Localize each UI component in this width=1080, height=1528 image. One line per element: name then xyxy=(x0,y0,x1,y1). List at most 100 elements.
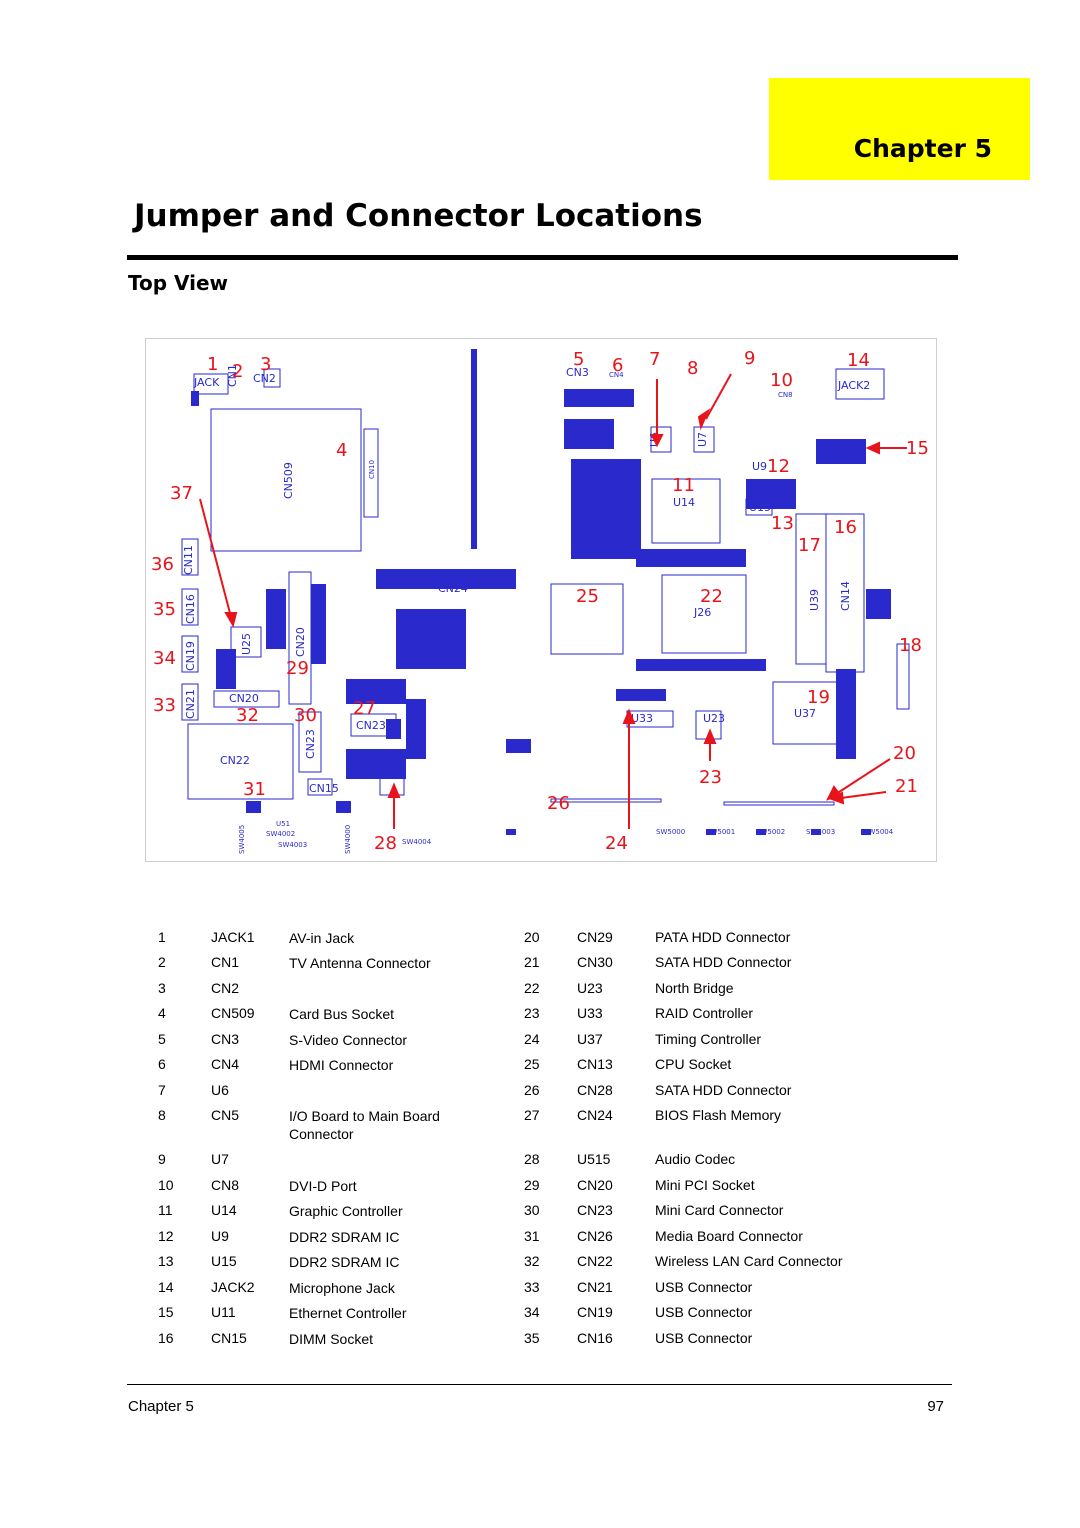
legend-desc: Graphic Controller xyxy=(289,1203,403,1219)
callout-13: 13 xyxy=(771,513,794,534)
legend-num: 21 xyxy=(524,954,540,970)
section-title: Top View xyxy=(128,271,229,295)
legend-ref: U515 xyxy=(577,1151,611,1167)
legend-desc: USB Connector xyxy=(655,1279,753,1295)
legend-num: 35 xyxy=(524,1330,540,1346)
label-sw5005: SW5004 xyxy=(864,828,894,836)
legend-num: 7 xyxy=(158,1082,166,1098)
label-u14: U14 xyxy=(673,496,695,509)
legend-ref: U14 xyxy=(211,1202,237,1218)
board-svg: JACK CN2 CN3 CN4 CN8 JACK2 U9 U11 U14 U1… xyxy=(151,348,929,854)
callout-5: 5 xyxy=(573,349,584,370)
callout-22: 22 xyxy=(700,586,723,607)
callout-18: 18 xyxy=(899,635,922,656)
legend-ref: CN509 xyxy=(211,1005,255,1021)
legend-desc: DDR2 SDRAM IC xyxy=(289,1229,400,1245)
chapter-tab-label: Chapter 5 xyxy=(853,134,992,163)
legend-ref: CN29 xyxy=(577,929,613,945)
callout-11: 11 xyxy=(672,475,695,496)
legend-num: 22 xyxy=(524,980,540,996)
board-components xyxy=(191,349,891,835)
legend-ref: JACK1 xyxy=(211,929,255,945)
callout-3: 3 xyxy=(260,354,271,375)
label-u51: CN15 xyxy=(309,782,339,795)
callout-24: 24 xyxy=(605,833,628,854)
legend-desc: Microphone Jack xyxy=(289,1280,395,1296)
callout-10: 10 xyxy=(770,370,793,391)
legend-num: 3 xyxy=(158,980,166,996)
legend-ref: JACK2 xyxy=(211,1279,255,1295)
callout-28: 28 xyxy=(374,833,397,854)
label-u25: U25 xyxy=(240,633,253,655)
legend-ref: CN13 xyxy=(577,1056,613,1072)
label-cn1: CN1 xyxy=(226,364,239,387)
legend-desc: RAID Controller xyxy=(655,1005,754,1021)
callout-23: 23 xyxy=(699,767,722,788)
legend-ref: CN20 xyxy=(577,1177,613,1193)
label-cn15: CN14 xyxy=(839,581,852,611)
legend-num: 12 xyxy=(158,1228,174,1244)
legend-desc: Audio Codec xyxy=(655,1151,736,1167)
callout-16: 16 xyxy=(834,517,857,538)
legend-ref: CN16 xyxy=(577,1330,613,1346)
legend-ref: U6 xyxy=(211,1082,229,1098)
callout-32: 32 xyxy=(236,705,259,726)
label-sw4004: SW4000 xyxy=(344,825,352,854)
label-jack: JACK xyxy=(193,376,220,389)
legend-ref: CN1 xyxy=(211,954,240,970)
legend-num: 8 xyxy=(158,1107,166,1123)
callout-17: 17 xyxy=(798,535,821,556)
legend-desc: S-Video Connector xyxy=(289,1032,408,1048)
legend-desc: USB Connector xyxy=(655,1330,753,1346)
label-u23: J26 xyxy=(693,606,711,619)
page-number: 97 xyxy=(927,1398,944,1415)
label-cn22: CN20 xyxy=(229,692,259,705)
callout-33: 33 xyxy=(153,695,176,716)
legend-desc: Card Bus Socket xyxy=(289,1006,395,1022)
legend-num: 6 xyxy=(158,1056,166,1072)
page-title: Jumper and Connector Locations xyxy=(134,198,703,234)
label-sw4000: SW4005 xyxy=(238,825,246,854)
legend-num: 24 xyxy=(524,1031,540,1047)
legend-ref: CN24 xyxy=(577,1107,613,1123)
legend-ref: CN5 xyxy=(211,1107,240,1123)
legend-desc: I/O Board to Main Board Connector xyxy=(289,1108,440,1142)
label-sw4005: SW4003 xyxy=(278,841,307,849)
legend-num: 4 xyxy=(158,1005,166,1021)
callout-36: 36 xyxy=(151,554,174,575)
legend-num: 23 xyxy=(524,1005,540,1021)
callout-8: 8 xyxy=(687,358,698,379)
legend-ref: CN26 xyxy=(577,1228,613,1244)
legend-desc: USB Connector xyxy=(655,1304,753,1320)
legend-desc: AV-in Jack xyxy=(289,930,355,946)
legend-num: 2 xyxy=(158,954,166,970)
label-cn26: CN22 xyxy=(220,754,250,767)
callout-4: 4 xyxy=(336,440,347,461)
legend-desc: North Bridge xyxy=(655,980,734,996)
legend-ref: CN8 xyxy=(211,1177,240,1193)
legend-ref: U33 xyxy=(577,1005,603,1021)
callout-20: 20 xyxy=(893,743,916,764)
legend-desc: Mini PCI Socket xyxy=(655,1177,755,1193)
legend-desc: DIMM Socket xyxy=(289,1331,374,1347)
label-sw5002: SW5001 xyxy=(706,828,735,836)
legend-num: 5 xyxy=(158,1031,166,1047)
callout-7: 7 xyxy=(649,349,660,370)
legend-num: 16 xyxy=(158,1330,174,1346)
legend-num: 33 xyxy=(524,1279,540,1295)
legend-num: 30 xyxy=(524,1202,540,1218)
label-cn24: CN23 xyxy=(356,719,386,732)
label-cn8: CN8 xyxy=(778,391,793,399)
label-cn4: CN4 xyxy=(609,371,624,379)
legend-ref: U11 xyxy=(211,1304,236,1320)
callout-31: 31 xyxy=(243,779,266,800)
legend-ref: CN30 xyxy=(577,954,613,970)
label-j26: U22 xyxy=(440,650,448,664)
legend-num: 13 xyxy=(158,1253,174,1269)
legend-num: 28 xyxy=(524,1151,540,1167)
legend-desc: SATA HDD Connector xyxy=(655,1082,792,1098)
legend-num: 1 xyxy=(158,929,166,945)
legend-desc: DVI-D Port xyxy=(289,1178,357,1194)
legend-ref: CN23 xyxy=(577,1202,613,1218)
label-cn16: CN16 xyxy=(184,594,197,624)
